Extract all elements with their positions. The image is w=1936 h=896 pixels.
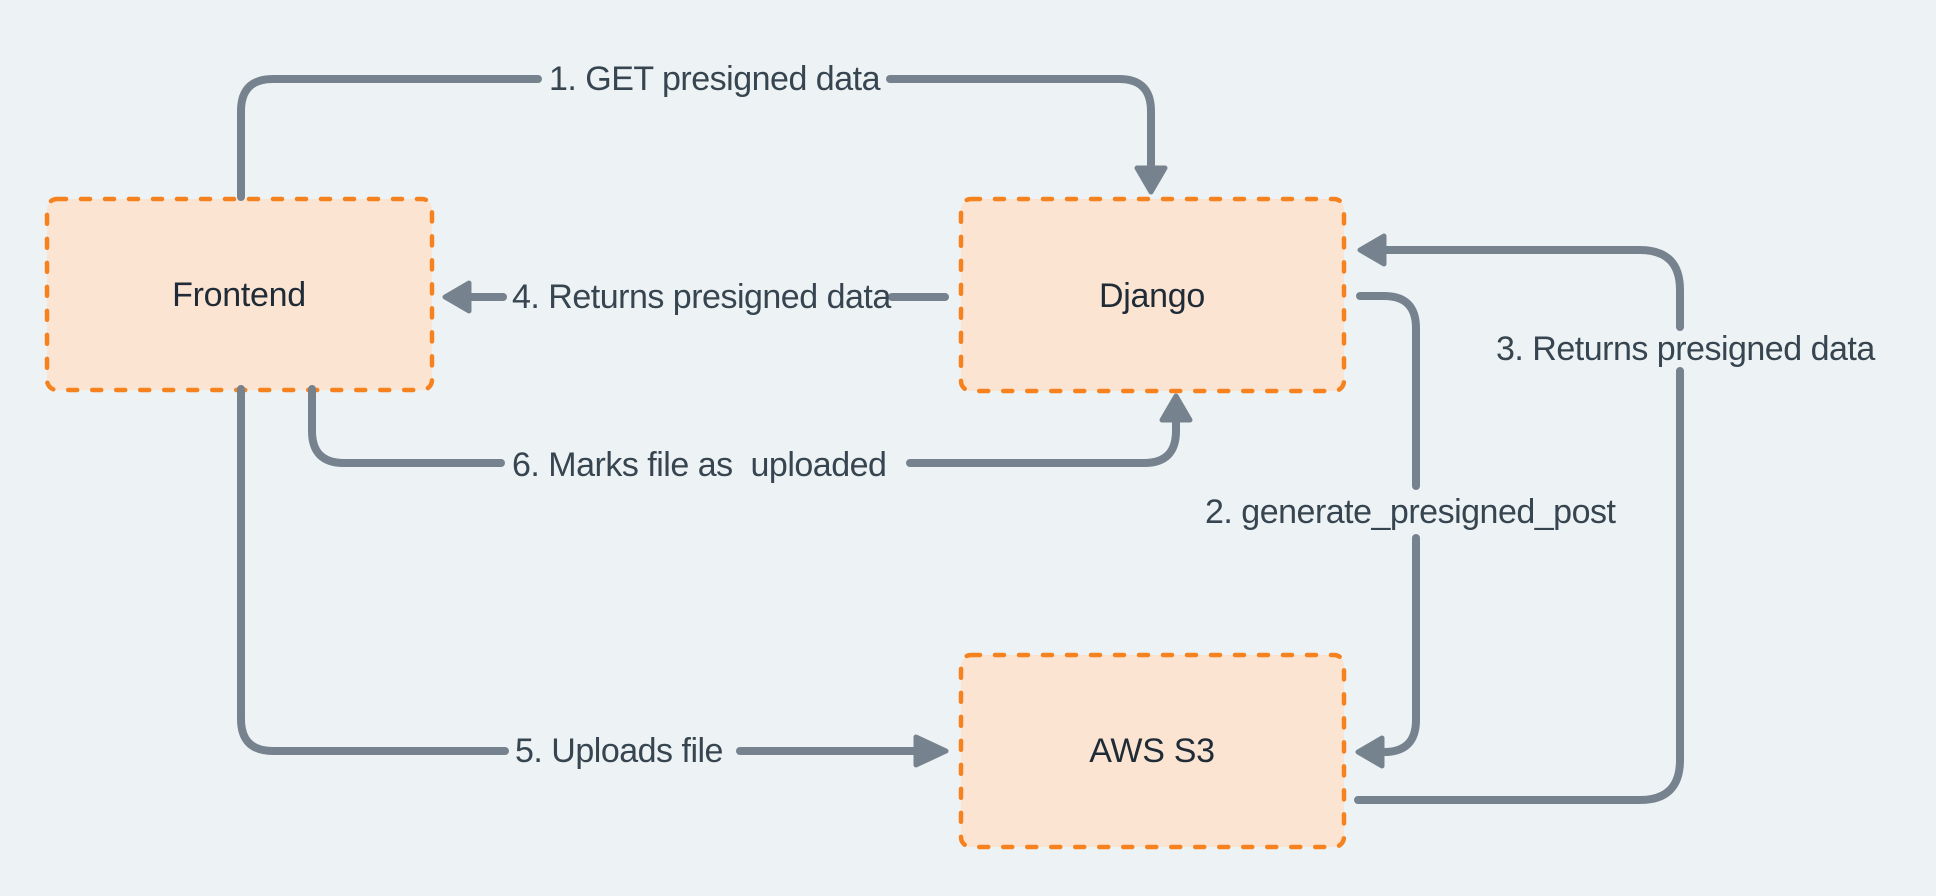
edge-1-get-presigned-start [237, 75, 542, 201]
node-django-label: Django [1099, 277, 1205, 315]
edge-6-marks-uploaded-end [906, 417, 1180, 467]
edge-5-uploads-file-start [237, 385, 509, 755]
arrowhead-3-left-icon [1357, 233, 1387, 267]
edge-2-label: 2. generate_presigned_post [1205, 493, 1616, 531]
edge-5-label: 5. Uploads file [515, 732, 723, 770]
edge-3-returns-presigned-end [1380, 246, 1684, 331]
edge-2-generate-presigned-end [1378, 534, 1420, 756]
arrowhead-1-down-icon [1134, 165, 1168, 195]
arrowhead-5-right-icon [913, 734, 949, 768]
edge-1-get-presigned-end [886, 75, 1155, 171]
edge-3-returns-presigned-start [1354, 367, 1684, 804]
node-aws-s3-box [958, 652, 1347, 850]
arrowhead-2-left-icon [1355, 735, 1385, 769]
node-frontend-label: Frontend [172, 276, 306, 314]
edge-2-generate-presigned-start [1356, 292, 1420, 490]
edge-4-label: 4. Returns presigned data [512, 278, 891, 316]
edge-3-label: 3. Returns presigned data [1496, 330, 1875, 368]
edge-6-label: 6. Marks file as uploaded [512, 446, 887, 484]
node-django-box [958, 196, 1347, 394]
edge-6-marks-uploaded-start [308, 385, 505, 467]
arrowhead-4-left-icon [442, 280, 472, 314]
arrowhead-6-up-icon [1159, 393, 1193, 423]
edge-1-label: 1. GET presigned data [549, 60, 880, 98]
node-aws-s3-label: AWS S3 [1089, 732, 1215, 770]
